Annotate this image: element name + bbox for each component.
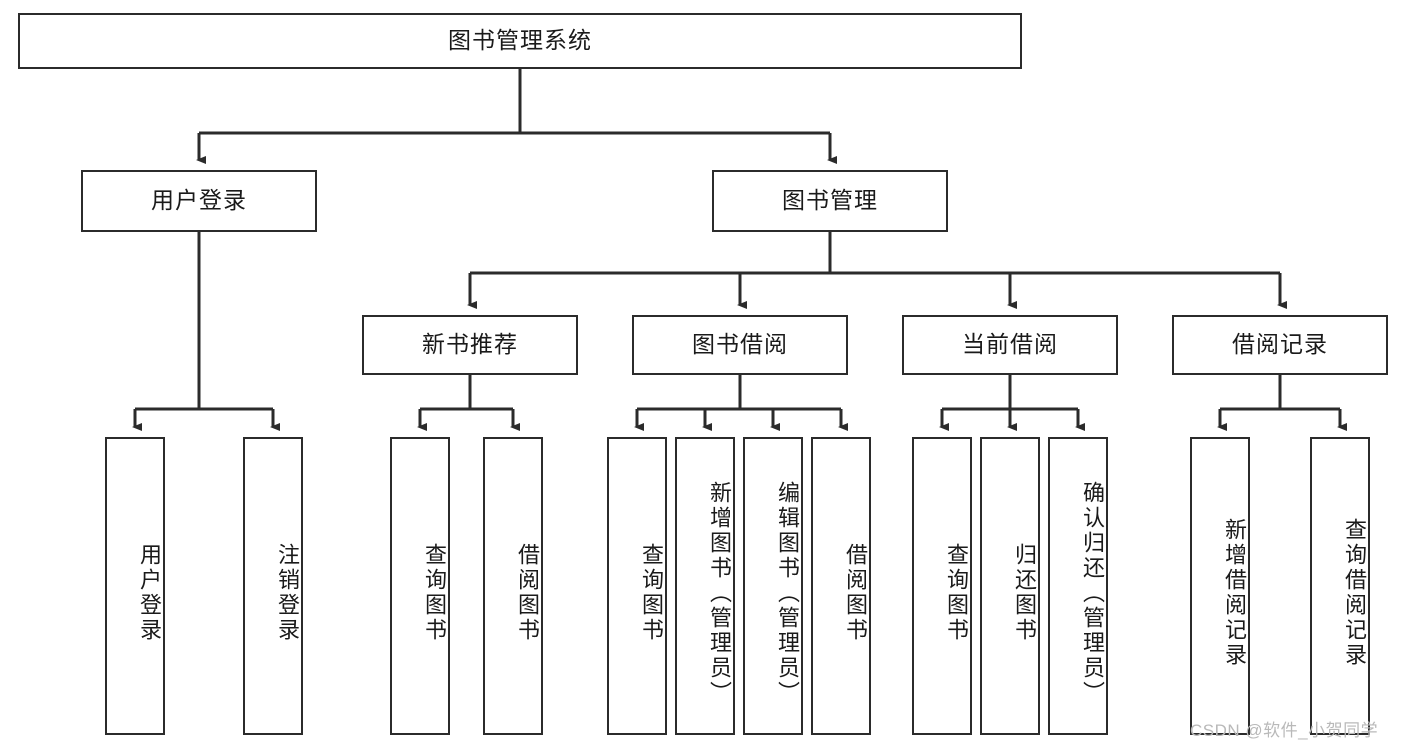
node-level3-3[interactable]: 借阅记录	[1172, 315, 1388, 375]
node-label: 借阅图书	[843, 543, 868, 643]
node-label: 图书管理系统	[448, 27, 592, 54]
node-label: 当前借阅	[962, 331, 1058, 358]
node-label: 新增借阅记录	[1222, 518, 1247, 668]
node-level3-1[interactable]: 图书借阅	[632, 315, 848, 375]
node-label: 注销登录	[275, 543, 300, 643]
node-level3-2[interactable]: 当前借阅	[902, 315, 1118, 375]
node-label: 查询图书	[422, 543, 447, 643]
node-label: 图书借阅	[692, 331, 788, 358]
node-leaf-12[interactable]: 查询借阅记录	[1310, 437, 1370, 735]
node-leaf-10[interactable]: 确认归还（管理员）	[1048, 437, 1108, 735]
node-leaf-2[interactable]: 查询图书	[390, 437, 450, 735]
node-label: 归还图书	[1012, 543, 1037, 643]
node-leaf-6[interactable]: 编辑图书（管理员）	[743, 437, 803, 735]
node-leaf-5[interactable]: 新增图书（管理员）	[675, 437, 735, 735]
node-leaf-1[interactable]: 注销登录	[243, 437, 303, 735]
node-level2-0[interactable]: 用户登录	[81, 170, 317, 232]
node-label: 图书管理	[782, 187, 878, 214]
node-leaf-11[interactable]: 新增借阅记录	[1190, 437, 1250, 735]
node-label: 编辑图书（管理员）	[775, 480, 800, 706]
node-label: 新增图书（管理员）	[707, 480, 732, 706]
node-root-0[interactable]: 图书管理系统	[18, 13, 1022, 69]
node-leaf-8[interactable]: 查询图书	[912, 437, 972, 735]
node-leaf-3[interactable]: 借阅图书	[483, 437, 543, 735]
node-label: 用户登录	[151, 187, 247, 214]
node-label: 用户登录	[137, 543, 162, 643]
node-leaf-4[interactable]: 查询图书	[607, 437, 667, 735]
node-label: 新书推荐	[422, 331, 518, 358]
node-label: 确认归还（管理员）	[1080, 480, 1105, 706]
node-label: 查询图书	[639, 543, 664, 643]
node-leaf-7[interactable]: 借阅图书	[811, 437, 871, 735]
node-label: 借阅图书	[515, 543, 540, 643]
node-level3-0[interactable]: 新书推荐	[362, 315, 578, 375]
node-label: 查询图书	[944, 543, 969, 643]
node-leaf-9[interactable]: 归还图书	[980, 437, 1040, 735]
node-leaf-0[interactable]: 用户登录	[105, 437, 165, 735]
node-label: 借阅记录	[1232, 331, 1328, 358]
node-level2-1[interactable]: 图书管理	[712, 170, 948, 232]
node-label: 查询借阅记录	[1342, 518, 1367, 668]
csdn-watermark: CSDN @软件_小贺同学	[1190, 721, 1379, 740]
